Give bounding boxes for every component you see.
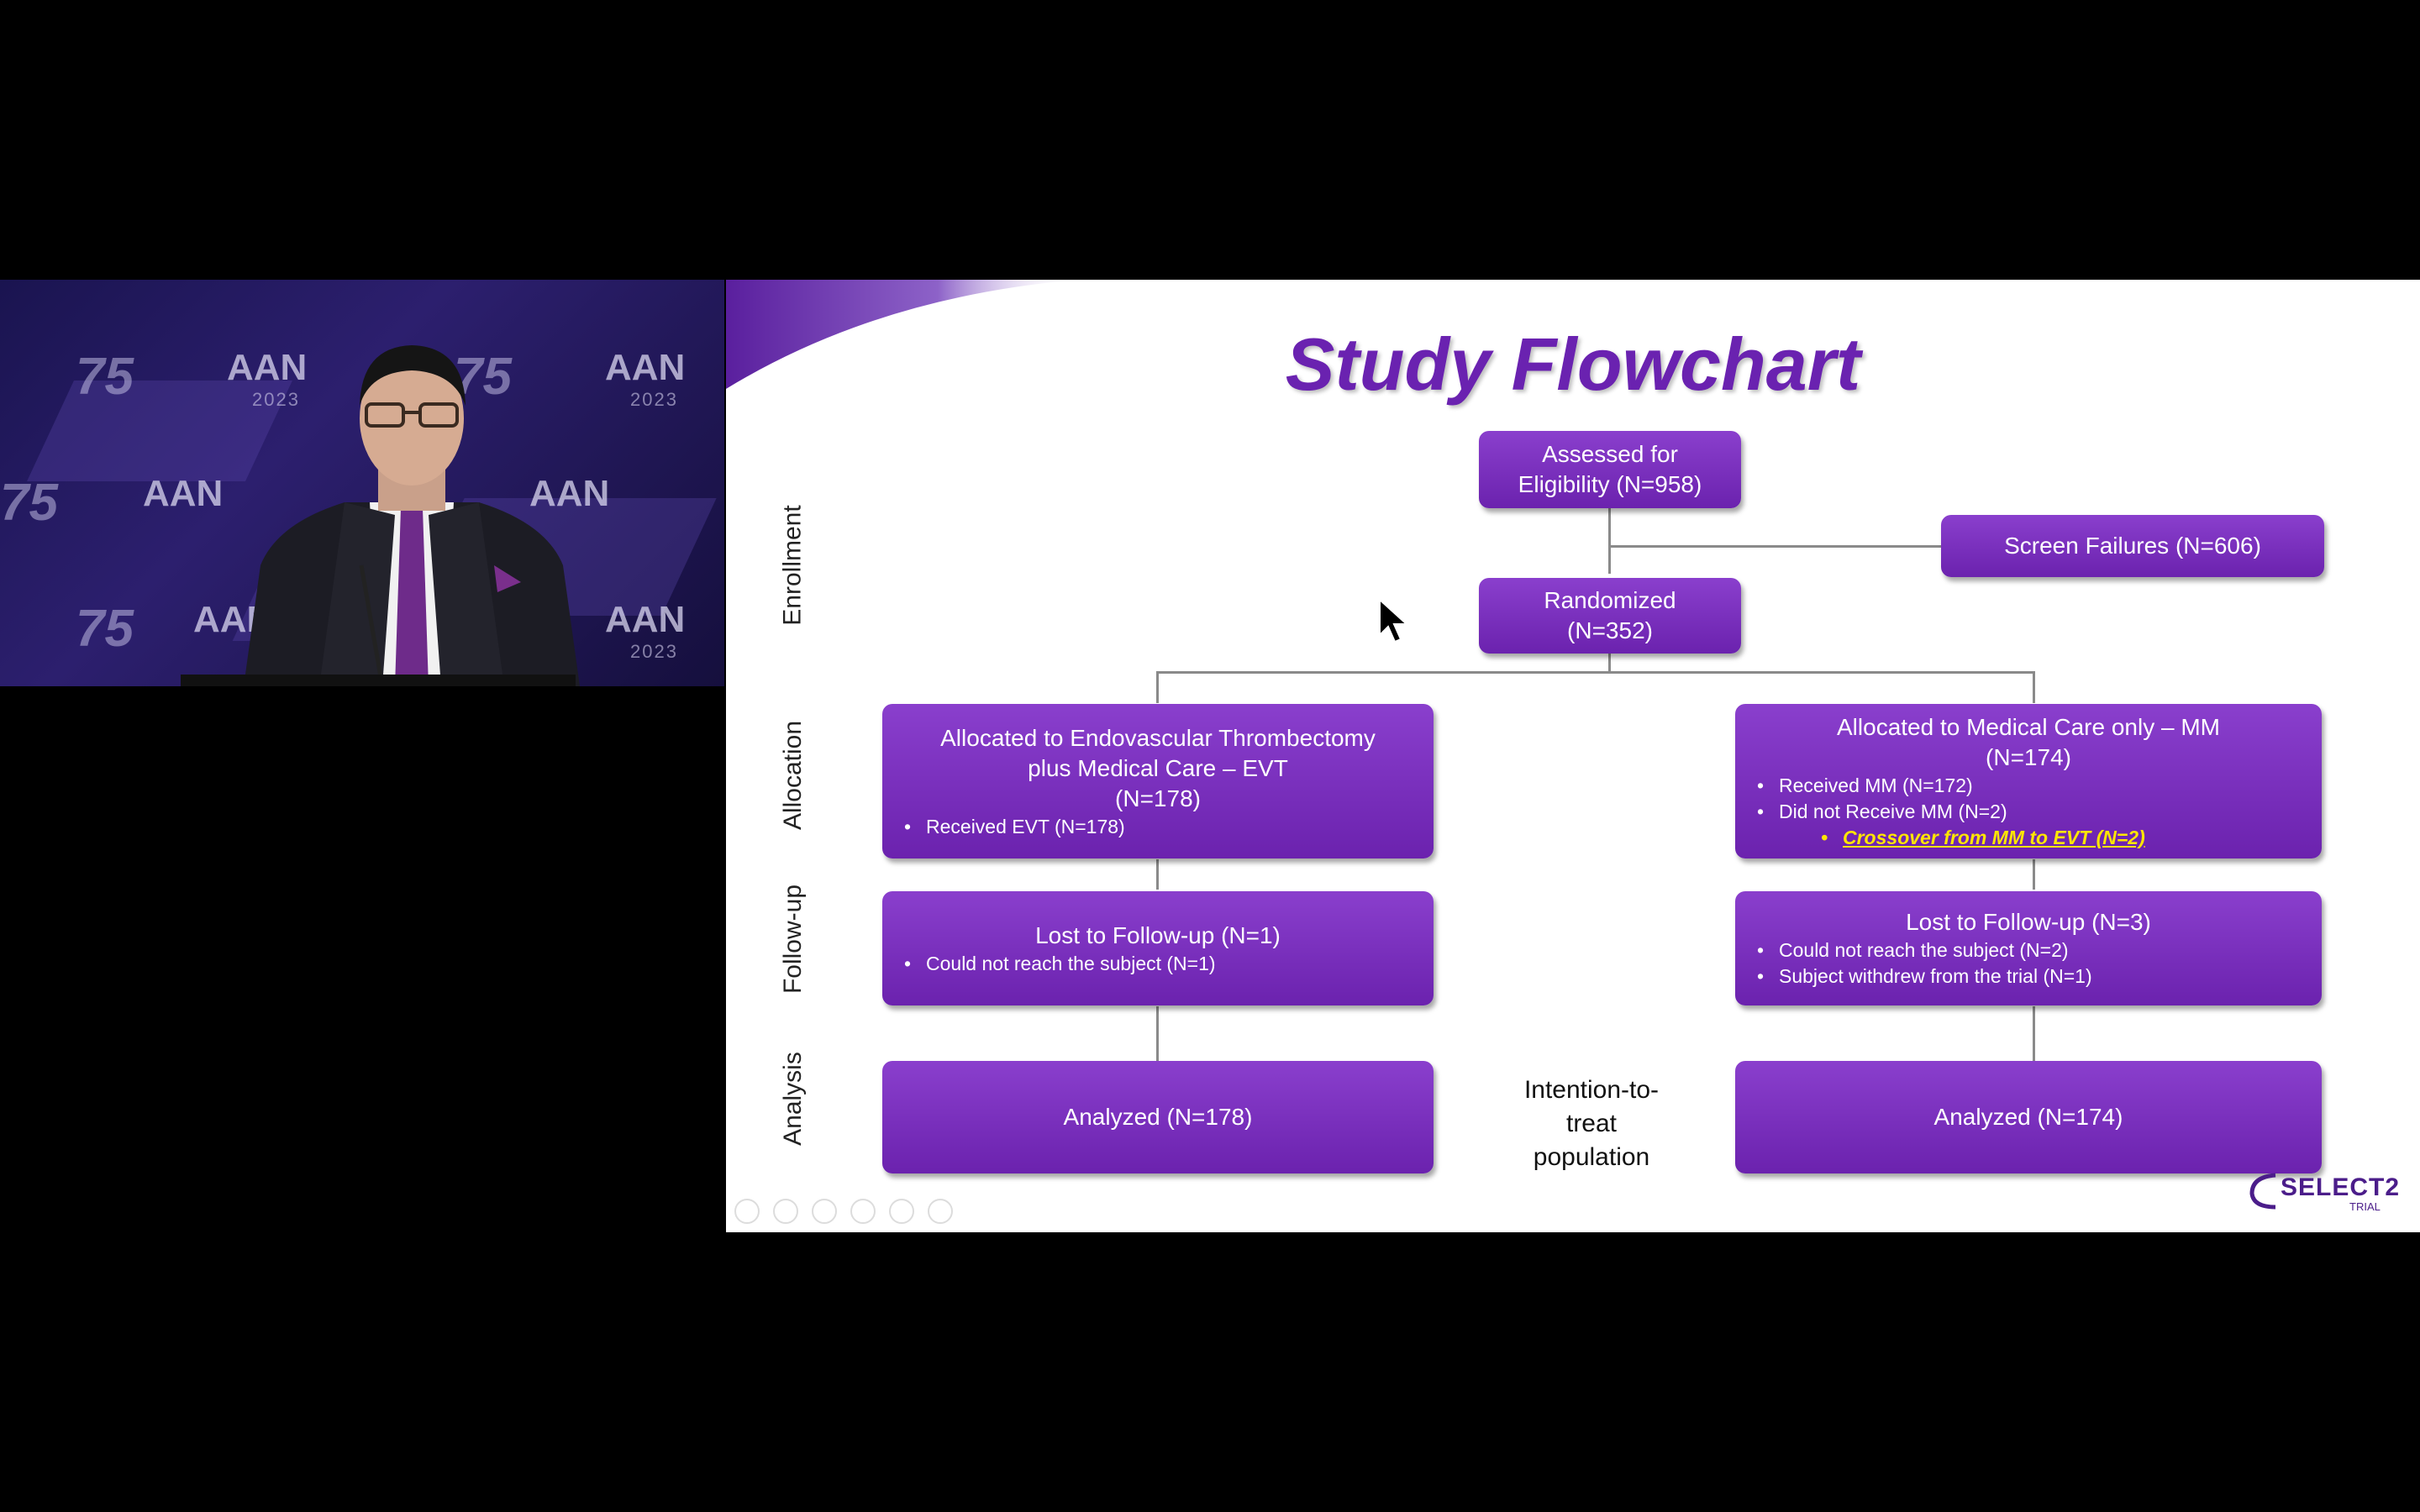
- connector-assessed-randomized: [1608, 507, 1611, 574]
- mm-lost-title: Lost to Follow-up (N=3): [1906, 909, 2151, 935]
- next-slide-icon[interactable]: [773, 1199, 798, 1224]
- pen-tool-icon[interactable]: [812, 1199, 837, 1224]
- evt-alloc-line-1: Allocated to Endovascular Thrombectomy: [940, 724, 1376, 751]
- speaker-figure: [244, 345, 580, 686]
- crossover-highlight: Crossover from MM to EVT (N=2): [1821, 825, 2322, 851]
- intention-to-treat-label: Intention-to- treat population: [1507, 1074, 1676, 1174]
- evt-lost-title: Lost to Follow-up (N=1): [1035, 921, 1281, 948]
- mm-allocation-box: Allocated to Medical Care only – MM (N=1…: [1735, 704, 2322, 858]
- backdrop-year-text: 2023: [252, 389, 300, 410]
- stage-label-enrollment: Enrollment: [779, 505, 807, 626]
- screen-failures-label: Screen Failures (N=606): [2004, 533, 2261, 559]
- zoom-icon[interactable]: [889, 1199, 914, 1224]
- backdrop-75-logo: 75: [76, 600, 134, 658]
- itt-line-1: Intention-to-: [1523, 1076, 1660, 1104]
- more-options-icon[interactable]: [928, 1199, 953, 1224]
- select2-trial-logo: SELECT2 TRIAL: [2247, 1168, 2399, 1215]
- presentation-slide: Study Flowchart Enrollment Allocation Fo…: [726, 280, 2420, 1232]
- mm-analyzed-box: Analyzed (N=174): [1735, 1061, 2322, 1173]
- mm-alloc-line-1: Allocated to Medical Care only – MM: [1837, 713, 2220, 740]
- mm-lost-bullets: Could not reach the subject (N=2) Subjec…: [1735, 937, 2322, 990]
- mm-alloc-bullet: Did not Receive MM (N=2): [1757, 799, 2322, 825]
- mouse-cursor-icon: [1379, 598, 1409, 643]
- connector-randomized-down: [1608, 649, 1611, 673]
- mm-lost-bullet: Subject withdrew from the trial (N=1): [1757, 963, 2322, 990]
- see-all-slides-icon[interactable]: [850, 1199, 876, 1224]
- evt-alloc-bullets: Received EVT (N=178): [882, 814, 1434, 840]
- assessed-line-2: Eligibility (N=958): [1518, 471, 1702, 497]
- evt-lost-followup-box: Lost to Follow-up (N=1) Could not reach …: [882, 891, 1434, 1005]
- stage-label-allocation: Allocation: [779, 720, 808, 831]
- evt-lost-bullet: Could not reach the subject (N=1): [904, 951, 1434, 977]
- backdrop-logo-text: AAN: [605, 347, 686, 388]
- backdrop-logo-text: AAN: [143, 473, 224, 514]
- slide-swoosh-decoration: [726, 280, 1079, 389]
- connector-evt-lost-analyzed: [1156, 1006, 1159, 1062]
- connector-branch-left: [1156, 671, 1159, 703]
- slideshow-controls[interactable]: [734, 1199, 953, 1224]
- evt-analyzed-label: Analyzed (N=178): [1063, 1104, 1253, 1130]
- connector-branch: [1156, 671, 2035, 674]
- mm-lost-bullet: Could not reach the subject (N=2): [1757, 937, 2322, 963]
- connector-mm-lost-analyzed: [2033, 1006, 2035, 1062]
- mm-alloc-bullet: Received MM (N=172): [1757, 773, 2322, 799]
- evt-analyzed-box: Analyzed (N=178): [882, 1061, 1434, 1173]
- itt-line-2: treat: [1565, 1110, 1618, 1137]
- connector-mm-alloc-lost: [2033, 859, 2035, 890]
- randomized-box: Randomized (N=352): [1479, 578, 1741, 654]
- assessed-line-1: Assessed for: [1542, 441, 1678, 467]
- previous-slide-icon[interactable]: [734, 1199, 760, 1224]
- backdrop-logo-text: AAN: [227, 347, 308, 388]
- connector-branch-right: [2033, 671, 2035, 703]
- mm-alloc-bullets: Received MM (N=172) Did not Receive MM (…: [1735, 773, 2322, 851]
- speaker-video: AAN AAN AAN AAN AAN AAN 2023 2023 2023 7…: [0, 280, 724, 686]
- logo-swirl-icon: [2249, 1173, 2276, 1210]
- evt-alloc-bullet: Received EVT (N=178): [904, 814, 1434, 840]
- screen-failures-box: Screen Failures (N=606): [1941, 515, 2324, 577]
- stage-label-analysis: Analysis: [779, 1052, 807, 1146]
- backdrop-year-text: 2023: [630, 389, 678, 410]
- backdrop-logo-text: AAN: [605, 599, 686, 640]
- evt-alloc-line-2: plus Medical Care – EVT: [1028, 754, 1288, 781]
- randomized-line-2: (N=352): [1567, 617, 1653, 643]
- connector-evt-alloc-lost: [1156, 859, 1159, 890]
- backdrop-75-logo: 75: [0, 474, 58, 532]
- connector-screen-failures: [1608, 545, 1985, 548]
- randomized-line-1: Randomized: [1544, 587, 1676, 613]
- evt-allocation-box: Allocated to Endovascular Thrombectomy p…: [882, 704, 1434, 858]
- backdrop-logo-text: AAN: [529, 473, 610, 514]
- itt-line-3: population: [1533, 1143, 1650, 1171]
- mm-lost-followup-box: Lost to Follow-up (N=3) Could not reach …: [1735, 891, 2322, 1005]
- backdrop-year-text: 2023: [630, 641, 678, 662]
- stage-label-followup: Follow-up: [779, 884, 807, 995]
- mm-analyzed-label: Analyzed (N=174): [1933, 1104, 2123, 1130]
- podium: [181, 675, 576, 686]
- slide-title: Study Flowchart: [1285, 323, 1861, 406]
- evt-lost-bullets: Could not reach the subject (N=1): [882, 951, 1434, 977]
- backdrop-75-logo: 75: [76, 348, 134, 406]
- evt-alloc-line-3: (N=178): [1115, 785, 1201, 811]
- assessed-eligibility-box: Assessed for Eligibility (N=958): [1479, 431, 1741, 508]
- mm-alloc-line-2: (N=174): [1986, 743, 2071, 770]
